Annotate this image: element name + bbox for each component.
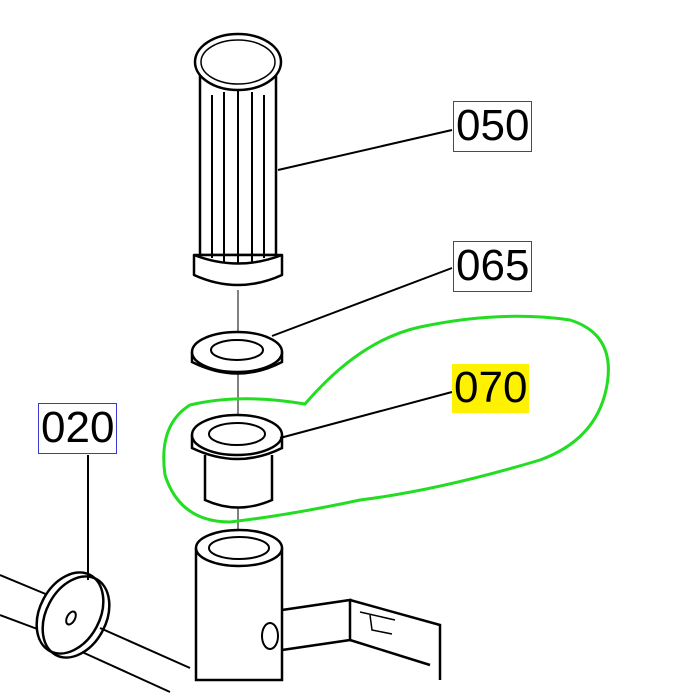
- hand-grip-icon[interactable]: [192, 32, 284, 287]
- leader-070: [279, 391, 453, 439]
- part-label-020[interactable]: 020: [38, 403, 118, 454]
- part-label-065[interactable]: 065: [453, 241, 533, 292]
- washer-icon[interactable]: [190, 330, 284, 375]
- shaft-icon: [0, 574, 191, 693]
- selection-outline: [162, 314, 610, 524]
- part-label-050[interactable]: 050: [453, 101, 533, 152]
- part-label-070[interactable]: 070: [452, 363, 530, 413]
- flanged-bushing-icon[interactable]: [190, 413, 284, 509]
- tube-icon: [194, 528, 442, 682]
- leader-lines: [87, 129, 453, 580]
- leader-050: [277, 129, 453, 171]
- leader-065: [271, 267, 453, 337]
- disc-washer-icon[interactable]: [23, 561, 122, 669]
